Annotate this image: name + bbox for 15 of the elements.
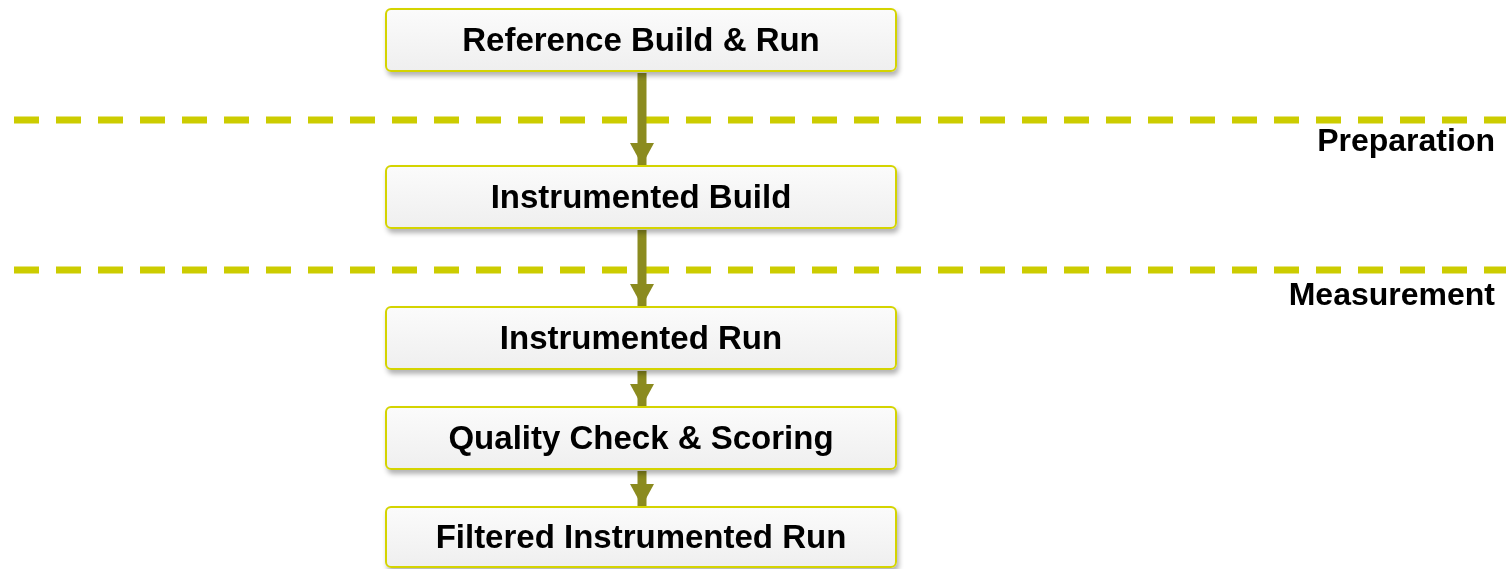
process-box bbox=[385, 506, 897, 568]
box-label: Reference Build & Run bbox=[462, 21, 820, 59]
phase-label: Measurement bbox=[1288, 276, 1495, 313]
arrow bbox=[630, 230, 654, 306]
process-box bbox=[385, 406, 897, 470]
arrow bbox=[630, 73, 654, 165]
process-box bbox=[385, 8, 897, 72]
arrow bbox=[630, 471, 654, 506]
box-label: Filtered Instrumented Run bbox=[435, 518, 847, 556]
phase-label: Preparation bbox=[1317, 122, 1495, 159]
box-label: Instrumented Run bbox=[499, 319, 783, 357]
box-label: Quality Check & Scoring bbox=[448, 419, 834, 457]
process-box bbox=[385, 306, 897, 370]
box-label: Instrumented Build bbox=[490, 178, 792, 216]
process-box bbox=[385, 165, 897, 229]
